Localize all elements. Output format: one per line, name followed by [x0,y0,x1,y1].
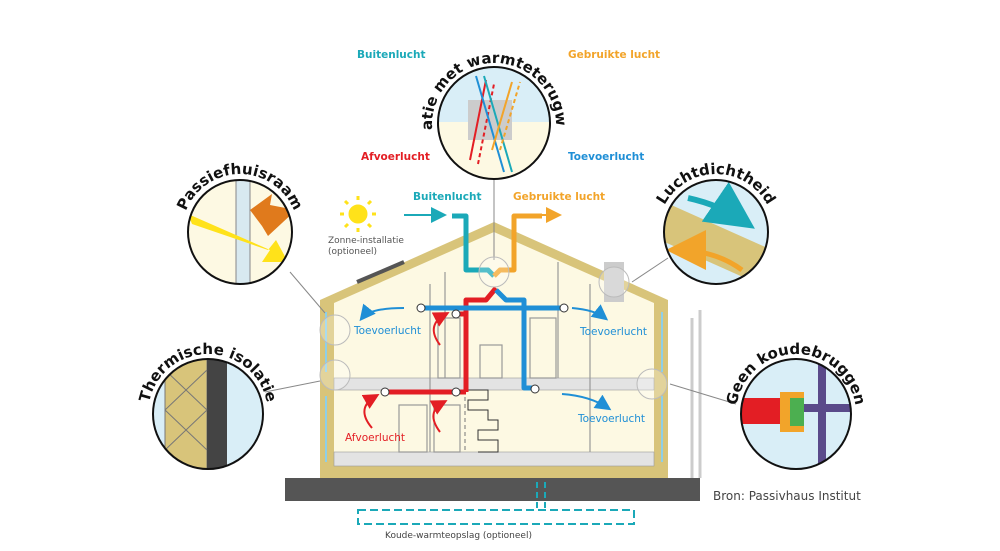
duct-exhaust [492,213,542,278]
legend-used-air: Gebruikte lucht [568,49,660,61]
solar-label: Zonne-installatie [328,236,404,246]
legend-supply-air: Toevoerlucht [568,151,644,163]
solar-note: (optioneel) [328,247,377,257]
supply-left-label: Toevoerlucht [353,325,421,337]
supply-right-label: Toevoerlucht [579,326,647,338]
storage-dashed-pipe [357,509,635,525]
house [320,222,668,478]
solar-panel [356,260,405,284]
house-used-air: Gebruikte lucht [513,191,605,203]
extract-label: Afvoerlucht [345,432,405,444]
house-outside-air: Buitenlucht [413,191,482,203]
ventilation-detail: Ventilatie met warmteterugwinning [0,0,570,180]
insulation-detail: Thermische isolatie [135,340,281,470]
duct-outside-air [452,213,496,278]
duct-extract [463,286,498,392]
legend-outside-air: Buitenlucht [357,49,426,61]
airtightness-detail: Luchtdichtheid [652,160,779,285]
duct-supply [420,288,564,391]
ground [285,478,700,501]
thermal-bridge-detail: Geen koudebruggen [723,340,869,470]
source-credit: Bron: Passivhaus Institut [713,489,861,503]
supply-ground-label: Toevoerlucht [577,413,645,425]
sun-icon [340,196,376,232]
storage-label: Koude-warmteopslag (optioneel) [385,531,532,541]
window-detail: Passiefhuisraam [173,160,307,285]
legend-extract-air: Afvoerlucht [361,151,430,163]
